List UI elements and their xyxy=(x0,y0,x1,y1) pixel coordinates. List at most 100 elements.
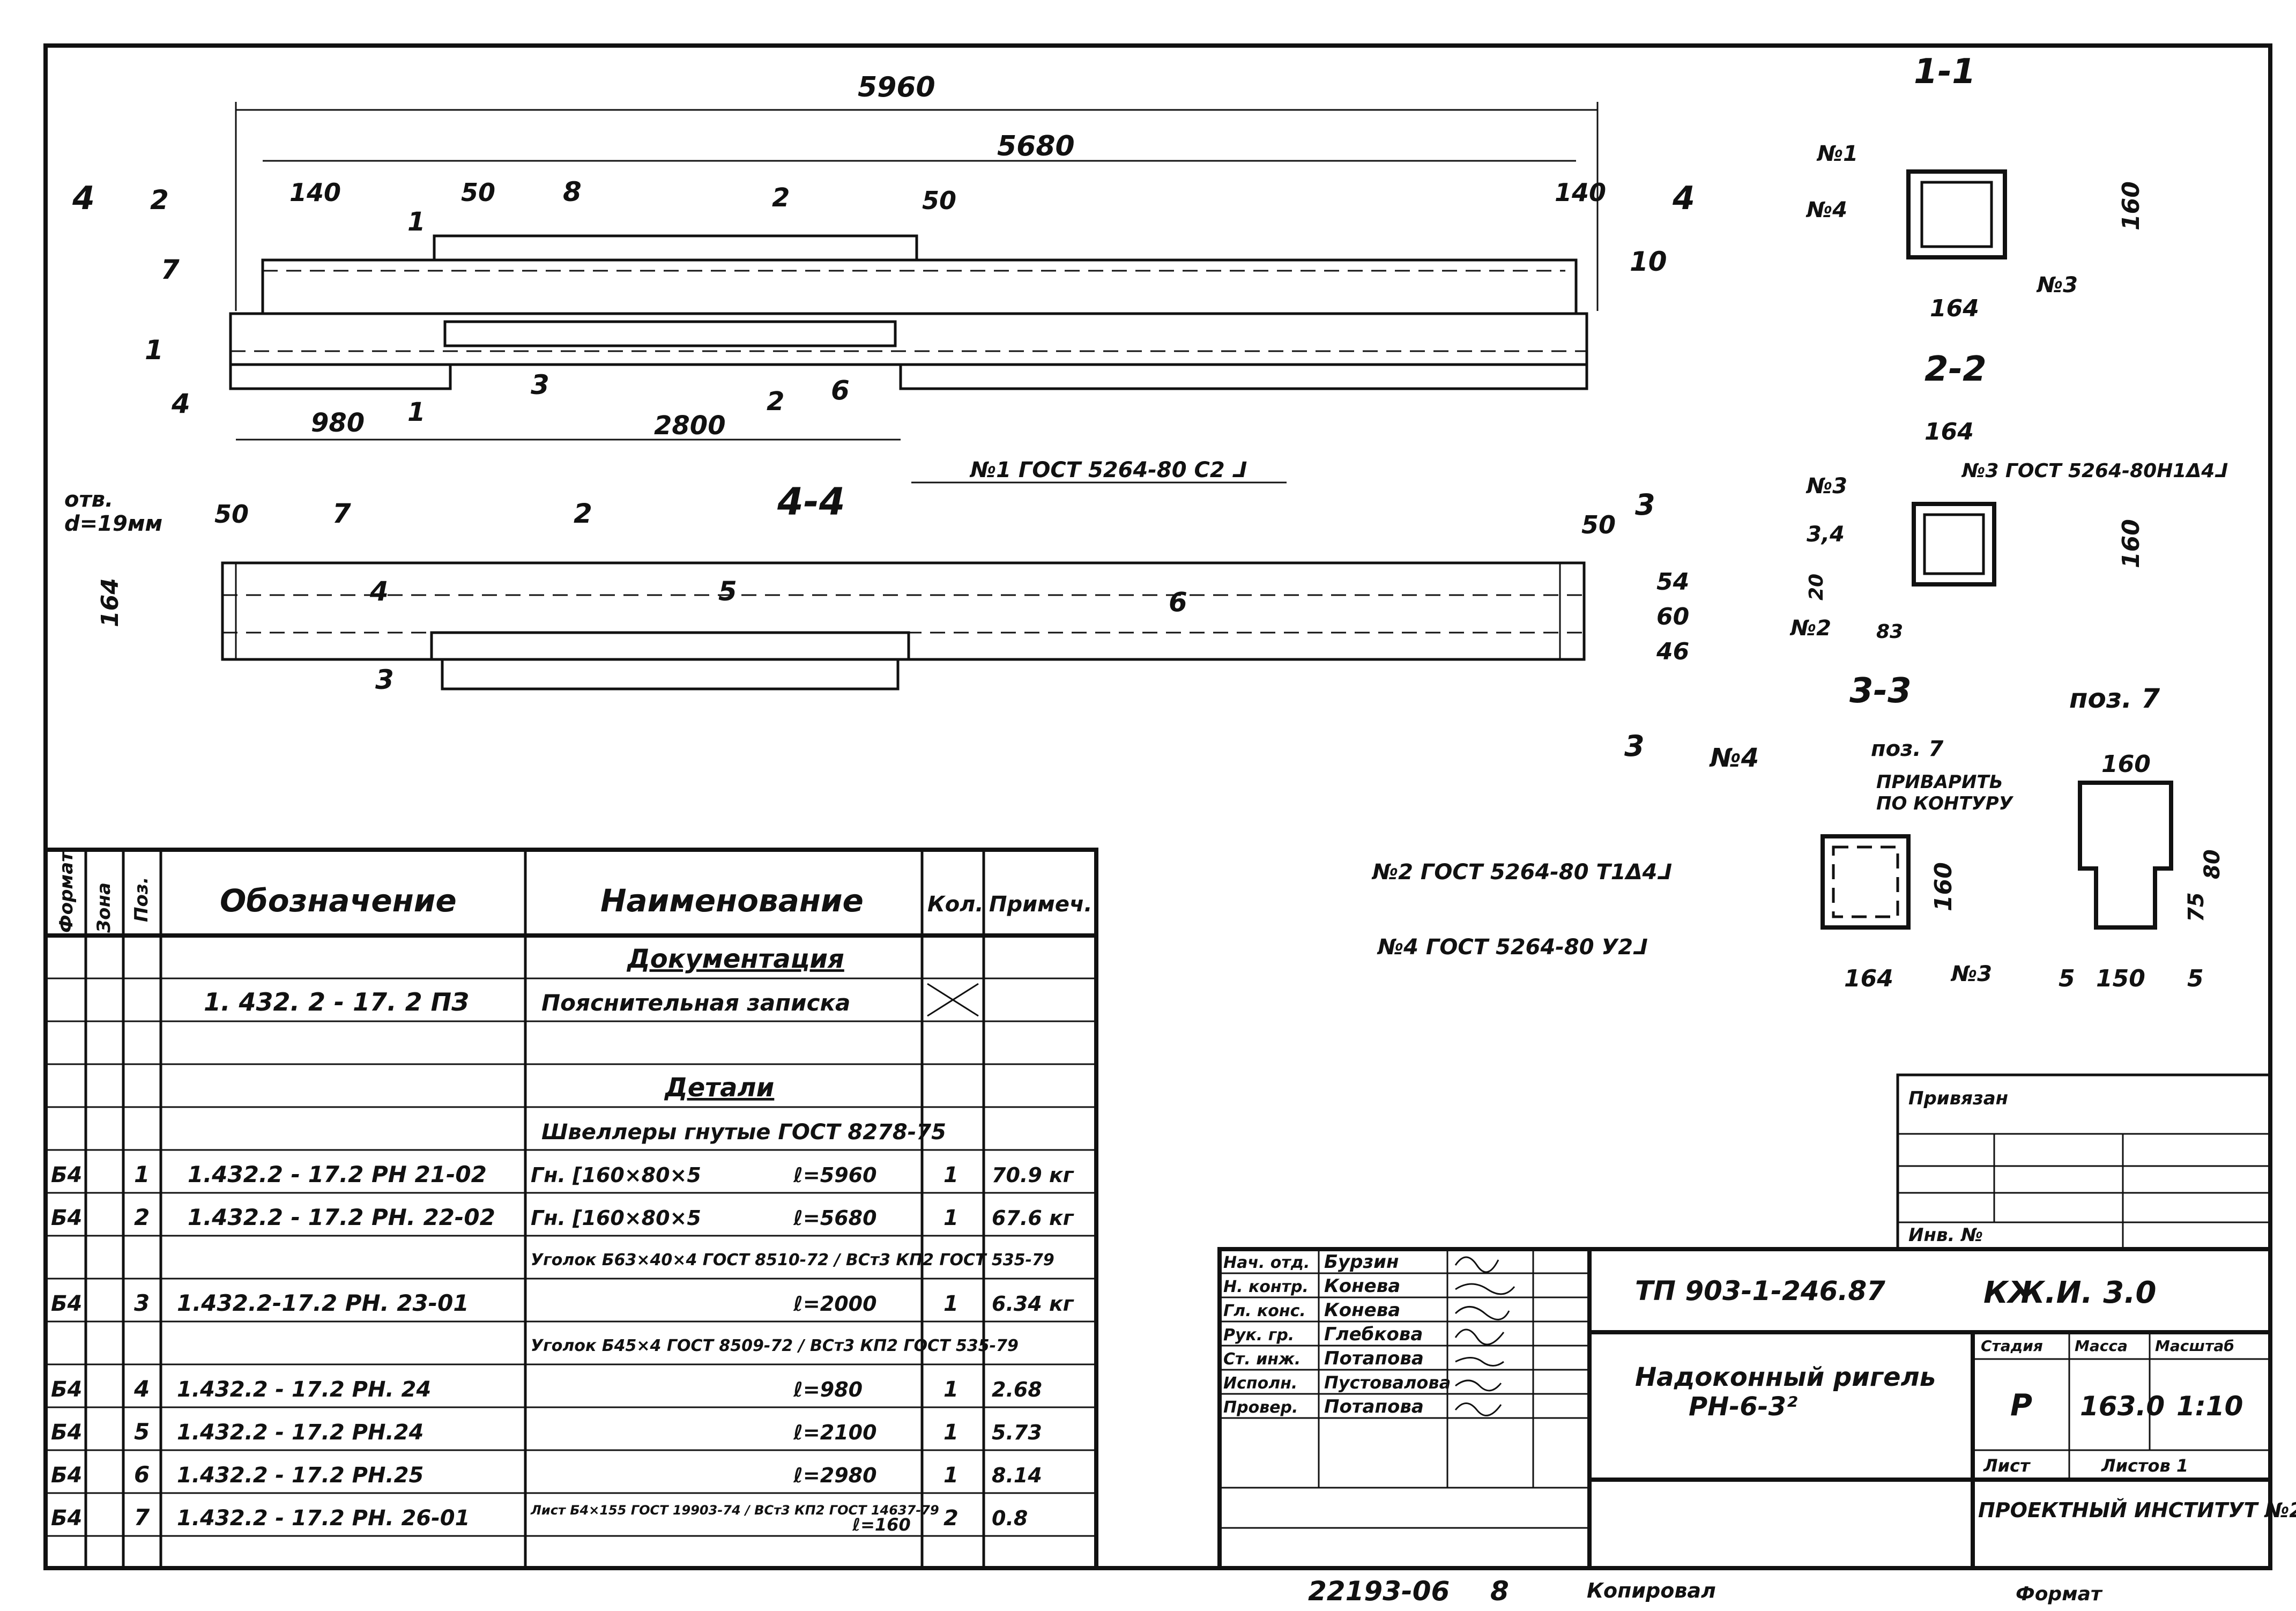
sheet-header: Лист xyxy=(1983,1456,2031,1476)
cell-len: ℓ=2980 xyxy=(793,1464,877,1487)
section-2-2-outline xyxy=(1912,502,1996,587)
signer-name-2: Конева xyxy=(1324,1275,1400,1297)
s11-weld-n1: №1 xyxy=(1816,142,1858,166)
cut-mark-3-bottom: 3 xyxy=(1624,729,1645,763)
cell-qty: 2 xyxy=(943,1506,958,1531)
row-pz-code: 1. 432. 2 - 17. 2 ПЗ xyxy=(204,988,469,1016)
s33-dim-164: 164 xyxy=(1844,965,1893,992)
row-channels-header: Швеллеры гнутые ГОСТ 8278-75 xyxy=(541,1120,946,1145)
section-label-2-2: 2-2 xyxy=(1925,350,1987,389)
cell-len: ℓ=2100 xyxy=(793,1421,877,1444)
title-line-2: РН-6-3² xyxy=(1689,1392,1797,1422)
cell-note: 67.6 кг xyxy=(992,1206,1074,1230)
channel-part-2 xyxy=(261,258,1578,315)
s11-weld-n4: №4 xyxy=(1805,198,1847,222)
dim-2800: 2800 xyxy=(654,411,726,441)
s22-weld-n34: 3,4 xyxy=(1807,522,1845,547)
title-line-1: Надоконный ригель xyxy=(1635,1362,1936,1392)
cell-qty: 1 xyxy=(943,1163,958,1187)
th-zone: Зона xyxy=(93,882,115,933)
signer-name-6: Пустовалова xyxy=(1324,1372,1451,1393)
section-2-2: 2-2 164 №3 ГОСТ 5264-80Н1Δ4⅃ №3 3,4 №2 8… xyxy=(1789,350,2228,643)
th-designation: Обозначение xyxy=(220,882,457,919)
archive-sheet: 8 xyxy=(1490,1576,1509,1607)
cell-name: Лист Б4×155 ГОСТ 19903-74 / ВСт3 КП2 ГОС… xyxy=(530,1503,939,1518)
cell-code: 1.432.2 - 17.2 РН.25 xyxy=(177,1463,423,1488)
plan-angle-3 xyxy=(441,658,900,691)
channel-part-1 xyxy=(229,312,1588,366)
dim-50-a: 50 xyxy=(461,178,495,207)
cell-len: ℓ=5680 xyxy=(793,1206,877,1230)
cell-len: ℓ=5960 xyxy=(793,1163,877,1187)
table-row: Б4 7 1.432.2 - 17.2 РН. 26-01 Лист Б4×15… xyxy=(51,1503,1028,1535)
th-qty: Кол. xyxy=(927,892,984,917)
dim-140-left: 140 xyxy=(289,178,341,207)
cut-mark-2-bottom: 2 xyxy=(767,387,784,417)
s33-weld-n3: №3 xyxy=(1950,962,1992,986)
cut-mark-4-left: 4 xyxy=(72,180,95,217)
cut-mark-3-top: 3 xyxy=(1635,488,1655,522)
scale-header: Масштаб xyxy=(2155,1337,2234,1355)
cell-qty: 1 xyxy=(943,1206,958,1230)
s11-dim-164: 164 xyxy=(1930,295,1979,322)
title-block: Привязан Инв. № Нач. отд. Бурзин Н. конт… xyxy=(1217,1073,2296,1570)
hole-note-2: d=19мм xyxy=(64,511,162,536)
signatures xyxy=(1454,1256,1515,1416)
cell-pos: 4 xyxy=(133,1376,150,1402)
leader-1: 1 xyxy=(145,335,164,366)
cell-len: ℓ=160 xyxy=(852,1515,911,1535)
dim-5680: 5680 xyxy=(997,130,1075,162)
dim-60: 60 xyxy=(1656,603,1689,630)
plan-leader-3: 3 xyxy=(375,664,394,695)
plan-angle-5 xyxy=(430,631,910,661)
cell-note: 70.9 кг xyxy=(992,1163,1074,1187)
cell-fmt: Б4 xyxy=(51,1420,82,1445)
mass-header: Масса xyxy=(2075,1337,2128,1355)
cell-code: 1.432.2 - 17.2 РН. 22-02 xyxy=(188,1204,495,1230)
signer-role-5: Ст. инж. xyxy=(1223,1350,1301,1369)
cut-mark-1-top: 1 xyxy=(407,207,425,237)
doc-code: ТП 903-1-246.87 xyxy=(1635,1275,1885,1306)
table-row: Б4 5 1.432.2 - 17.2 РН.24 ℓ=2100 1 5.73 xyxy=(51,1419,1042,1445)
s22-dim-160: 160 xyxy=(2117,519,2145,568)
pos7-dim-160: 160 xyxy=(2101,751,2151,778)
leader-2: 2 xyxy=(150,184,169,216)
leader-6: 6 xyxy=(831,375,850,406)
leader-7: 7 xyxy=(161,254,180,285)
dim-50-plan-right: 50 xyxy=(1581,510,1616,539)
dim-140-right: 140 xyxy=(1555,178,1606,207)
th-pos: Поз. xyxy=(131,877,152,923)
cell-qty: 1 xyxy=(943,1291,958,1316)
row-section-docs: Документация xyxy=(626,944,844,974)
cut-mark-4-right: 4 xyxy=(1672,180,1695,217)
signer-name-4: Глебкова xyxy=(1324,1324,1423,1345)
cell-note: 2.68 xyxy=(992,1378,1042,1401)
angle-part-4 xyxy=(229,363,452,390)
copied-by: Копировал xyxy=(1587,1579,1716,1602)
elevation-view: 5960 5680 140 140 50 50 980 2800 4 4 1 1… xyxy=(72,71,1695,484)
cell-len: ℓ=2000 xyxy=(793,1292,877,1316)
signer-name-1: Бурзин xyxy=(1324,1251,1399,1273)
plan-leader-4: 4 xyxy=(369,576,389,607)
channel-top-part-8 xyxy=(433,234,918,262)
signer-role-1: Нач. отд. xyxy=(1223,1253,1310,1272)
s11-dim-160: 160 xyxy=(2117,181,2145,231)
pos7-dim-150: 150 xyxy=(2096,965,2145,992)
s22-dim-164: 164 xyxy=(1925,418,1974,446)
row-pz-name: Пояснительная записка xyxy=(541,990,850,1016)
signer-role-3: Гл. конс. xyxy=(1223,1302,1306,1320)
cell-qty: 1 xyxy=(943,1377,958,1402)
signer-role-4: Рук. гр. xyxy=(1223,1326,1294,1345)
cell-qty: 1 xyxy=(943,1463,958,1488)
plan-leader-2: 2 xyxy=(574,498,592,529)
inv-number: Инв. № xyxy=(1908,1224,1983,1246)
plan-leader-7: 7 xyxy=(332,498,351,529)
dim-50-plan-left: 50 xyxy=(214,500,249,529)
pos7-dim-5-left: 5 xyxy=(2059,965,2075,992)
dim-980: 980 xyxy=(311,408,365,438)
table-row: Б4 4 1.432.2 - 17.2 РН. 24 ℓ=980 1 2.68 xyxy=(51,1376,1042,1402)
cell-fmt: Б4 xyxy=(51,1463,82,1488)
s33-pos7: поз. 7 xyxy=(1871,737,1943,761)
cell-note: 5.73 xyxy=(992,1421,1042,1444)
row-pz-qty-cross xyxy=(927,983,979,1017)
